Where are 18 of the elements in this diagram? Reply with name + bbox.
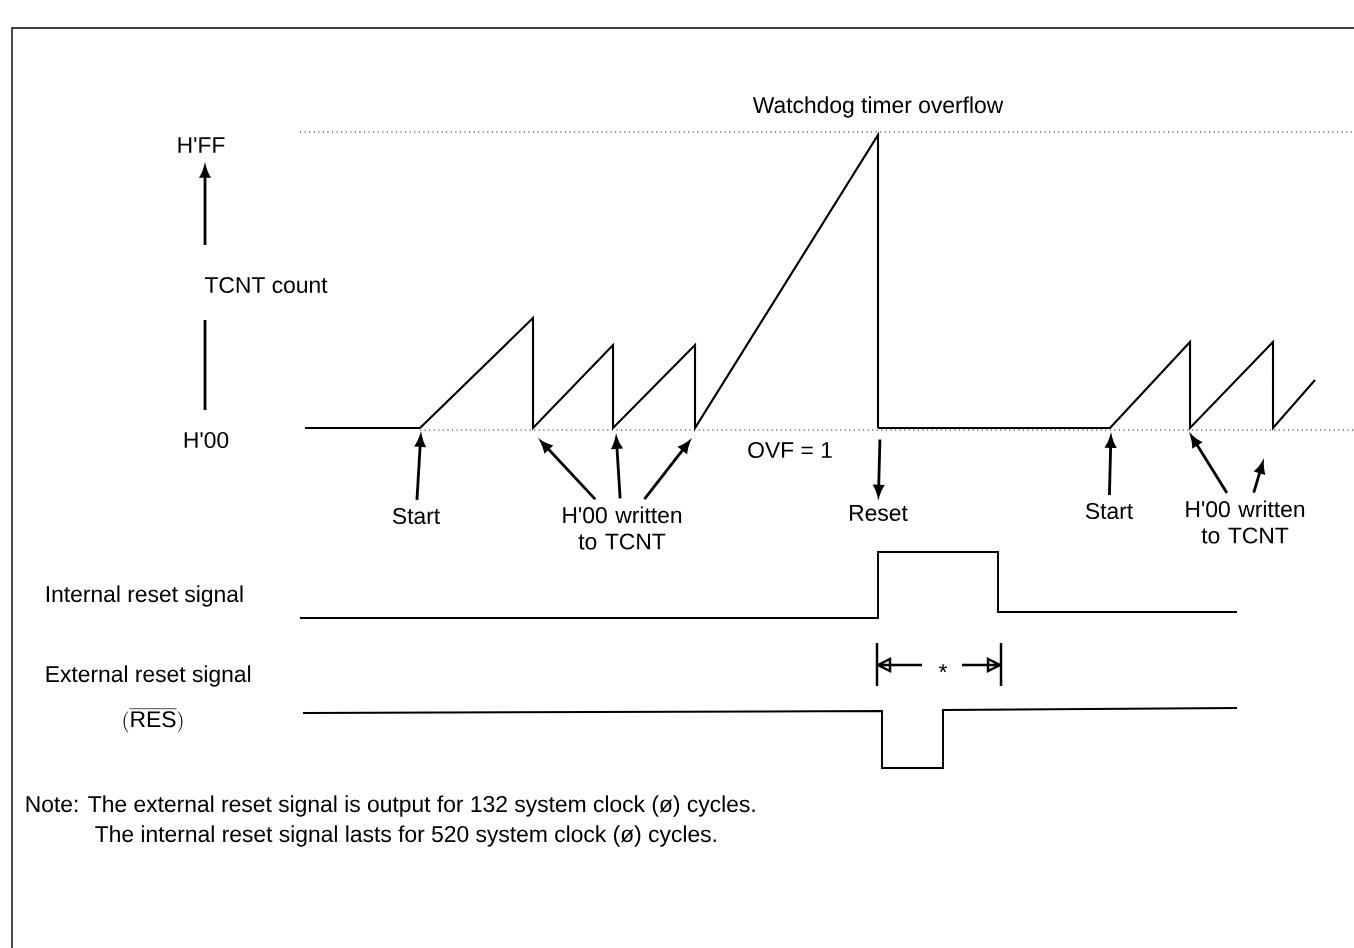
note-text: The internal reset signal lasts for 520 system clock (ø) cycles. [95,825,716,847]
leader-arrow [1252,461,1265,493]
annotation-text: Watchdog timer overflow [752,96,1004,118]
callout-text: Start [1085,502,1133,520]
signal-name: Internal reset signal [46,585,243,607]
signal-name: External reset signal [46,665,251,687]
axis-label: H'FF [178,137,225,153]
signal-name: $(\overline{\mathrm{RES}})$ [123,708,183,733]
leader-arrow [540,440,597,501]
axis-label: H'00 [184,431,229,449]
callout-text: Reset [850,505,908,521]
flag-label: OVF = 1 [748,441,832,459]
dimension-label: * [938,664,948,673]
callout-text: H'00 written to TCNT [1186,500,1305,544]
callout-text: Start [392,507,440,525]
axis-label: TCNT count [205,276,328,294]
note-text: Note: The external reset signal is output for 132 system clock (ø) cycles. [26,795,755,817]
callout-text: H'00 written to TCNT [563,506,682,550]
